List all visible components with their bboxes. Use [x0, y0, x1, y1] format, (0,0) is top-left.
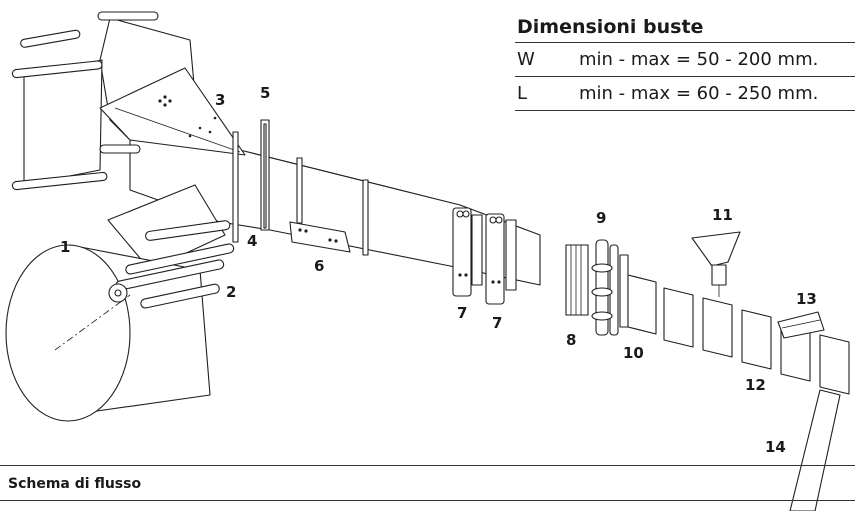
callout-11: 11 — [712, 206, 733, 224]
lower-film-loop — [107, 184, 226, 271]
callout-1: 1 — [60, 238, 70, 256]
forming-plate-edge — [114, 107, 241, 153]
cutter-unit-9-10 — [591, 239, 629, 336]
sealing-unit-6 — [289, 157, 369, 256]
output-conveyor — [789, 389, 841, 511]
dimension-value: min - max = 60 - 250 mm. — [579, 83, 819, 104]
guide-bar-4 — [232, 131, 239, 243]
callout-10: 10 — [623, 344, 644, 362]
callout-3: 3 — [215, 91, 225, 109]
dimension-key: W — [517, 49, 535, 70]
callout-12: 12 — [745, 376, 766, 394]
film-reel — [5, 244, 211, 422]
dimension-row-w: W min - max = 50 - 200 mm. — [515, 42, 855, 76]
dimension-row-l: L min - max = 60 - 250 mm. — [515, 76, 855, 111]
top-rollers — [11, 11, 159, 191]
callout-6: 6 — [314, 257, 324, 275]
dimension-value: min - max = 50 - 200 mm. — [579, 49, 819, 70]
callout-7b: 7 — [492, 314, 502, 332]
sealing-head-13 — [777, 311, 825, 339]
dosing-hopper — [691, 231, 741, 297]
callout-9: 9 — [596, 209, 606, 227]
callout-4: 4 — [247, 232, 257, 250]
film-sheet-left — [23, 59, 103, 186]
callout-7a: 7 — [457, 304, 467, 322]
callout-8: 8 — [566, 331, 576, 349]
guide-bar-5-inner — [263, 123, 267, 229]
forming-plate-holes — [158, 95, 217, 138]
bag-dimensions-title: Dimensioni buste — [517, 16, 704, 38]
callout-13: 13 — [796, 290, 817, 308]
unit-8 — [565, 244, 589, 316]
callout-14: 14 — [765, 438, 786, 456]
bag-dimensions-table: Dimensioni buste W min - max = 50 - 200 … — [515, 12, 855, 111]
dimension-key: L — [517, 83, 528, 104]
vertical-seal-units — [452, 207, 517, 305]
callout-5: 5 — [260, 84, 270, 102]
callout-2: 2 — [226, 283, 236, 301]
forming-plate — [99, 67, 246, 156]
dancer-rollers — [108, 220, 235, 309]
flow-schema-caption: Schema di flusso — [0, 465, 855, 501]
